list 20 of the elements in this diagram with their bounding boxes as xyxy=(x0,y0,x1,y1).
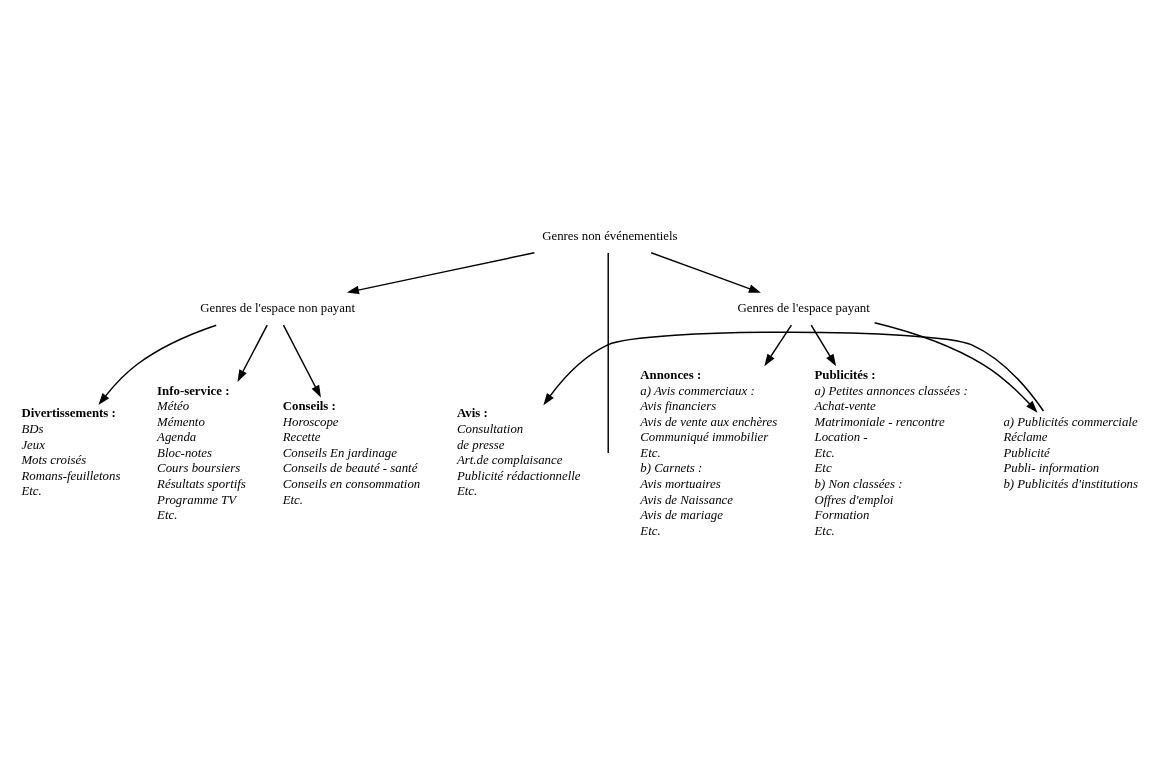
node-text: Publicités : a) Petites annonces classées : Achat-vente Matrimoniale - rencontre Location - Etc. Etc b) Non classées : Offres d'emploi Formation Etc. xyxy=(814,367,968,538)
arrow xyxy=(650,252,761,293)
arrow xyxy=(810,324,837,367)
arrow xyxy=(237,324,268,382)
node-text: Annonces : a) Avis commerciaux : Avis financiers Avis de vente aux enchères Communiqué immobilier Etc. b) Carnets : Avis mortuaires Avis de Naissance Avis de mariage Etc. xyxy=(640,367,778,538)
arrow xyxy=(873,321,1038,413)
node-text: Avis : Consultation de presse Art.de complaisance Publicité rédactionnelle Etc. xyxy=(456,406,581,499)
node-text: Genres de l'espace payant xyxy=(737,301,870,316)
arrow xyxy=(764,324,793,367)
node-text: Info-service : Météo Mémento Agenda Bloc-notes Cours boursiers Résultats sportifs Programme TV Etc. xyxy=(157,383,246,523)
node-text: Genres non événementiels xyxy=(542,229,678,244)
node-text: Divertissements : BDs Jeux Mots croisés Romans-feuilletons Etc. xyxy=(21,406,121,499)
node-text: a) Publicités commerciale Réclame Publicité Publi- information b) Publicités d'institutions xyxy=(1003,414,1138,492)
arrow xyxy=(543,331,1045,412)
arrow xyxy=(282,324,321,398)
node-text: Genres de l'espace non payant xyxy=(200,301,355,316)
arrow xyxy=(98,324,217,406)
connector xyxy=(607,252,609,454)
arrow xyxy=(346,252,536,295)
node-text: Conseils : Horoscope Recette Conseils En jardinage Conseils de beauté - santé Conseils en consommation Etc. xyxy=(282,399,421,507)
